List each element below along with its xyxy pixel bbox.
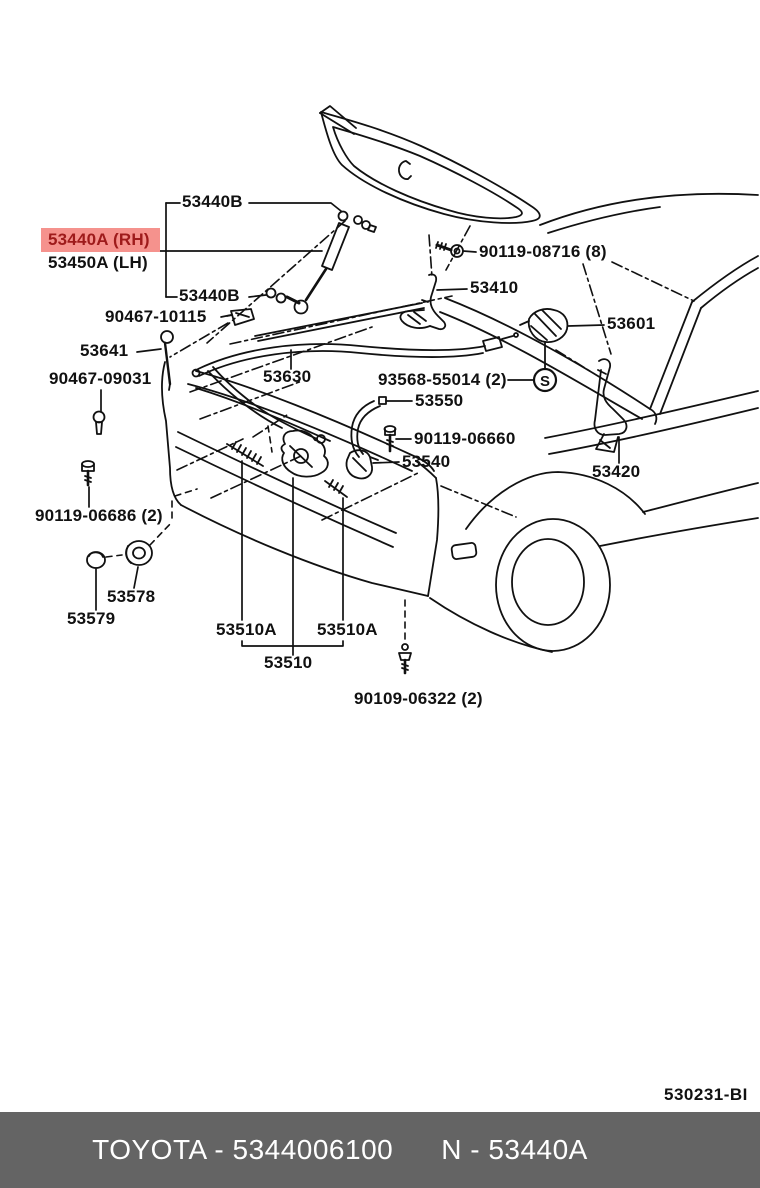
part-label-53410[interactable]: 53410 [470,278,519,297]
footer-part-ref: N - 53440A [441,1134,588,1165]
part-label-53641[interactable]: 53641 [80,341,129,360]
part-label-53440b-bottom[interactable]: 53440B [179,286,240,305]
part-label-90119-08716[interactable]: 90119-08716 (8) [479,242,607,261]
front-fascia [162,303,477,596]
clip-90467-09031 [94,412,105,435]
part-label-53420[interactable]: 53420 [592,462,641,481]
clip-90467-10115 [227,309,254,325]
diagram-drawing: S [0,0,760,760]
dashed-lines [106,426,405,643]
part-label-53601[interactable]: 53601 [607,314,656,333]
part-label-53450a[interactable]: 53450A (LH) [48,253,148,272]
front-wheel [466,472,645,651]
part-label-90119-06660[interactable]: 90119-06660 [414,429,516,448]
part-label-90119-06686[interactable]: 90119-06686 (2) [35,506,163,525]
bolt-90119-06686 [82,461,94,485]
projection-lines [170,221,694,520]
part-label-90109-06322[interactable]: 90109-06322 (2) [354,689,483,708]
part-label-53440a-highlighted[interactable]: 53440A (RH) [41,228,160,252]
support-pin-53641 [161,331,173,390]
part-label-93568-55014[interactable]: 93568-55014 (2) [378,370,507,389]
bolt-90109-06322 [399,644,411,673]
spring-53510a-right [325,480,347,497]
part-label-90467-10115[interactable]: 90467-10115 [105,307,207,326]
part-label-53540[interactable]: 53540 [402,452,451,471]
part-label-53510a-left[interactable]: 53510A [216,620,277,639]
s-symbol-circle: S [534,369,556,391]
hood-gas-strut [295,212,377,314]
s-symbol-letter: S [540,373,550,390]
leader-lines [89,203,619,610]
car-body-outline [430,194,758,652]
part-label-53579[interactable]: 53579 [67,609,116,628]
cap-53579 [87,552,105,568]
part-label-90467-09031[interactable]: 90467-09031 [49,369,152,388]
footer-brand-part-number: TOYOTA - 5344006100 [92,1134,394,1165]
footer-bar: TOYOTA - 5344006100 N - 53440A [0,1112,760,1188]
figure-ref-code: 530231-BI [664,1086,748,1103]
spring-53510a-left [227,442,263,466]
callout-verticals [242,461,343,655]
part-label-53550[interactable]: 53550 [415,391,464,410]
hood-panel [320,106,540,223]
part-label-53578[interactable]: 53578 [107,587,156,606]
part-label-53510[interactable]: 53510 [264,653,313,672]
hood-hinge-53410 [400,274,445,329]
hood-lock-53601 [520,309,567,369]
grommets-bolt-53440b [267,289,300,304]
figure-ref-code-text: 530231-B [664,1085,743,1104]
bolt-90119-08716 [436,242,463,257]
bolt-90119-06660 [385,426,396,451]
hood-hinge-53420 [594,359,626,452]
grommet-53578 [126,541,152,565]
figure-ref-code-clipped: I [742,1085,748,1104]
part-label-53630[interactable]: 53630 [263,367,312,386]
part-label-53440b-top[interactable]: 53440B [182,192,243,211]
lock-bracket-53540 [346,450,378,478]
lock-control-lever-53550 [351,397,386,457]
part-label-53510a-right[interactable]: 53510A [317,620,378,639]
